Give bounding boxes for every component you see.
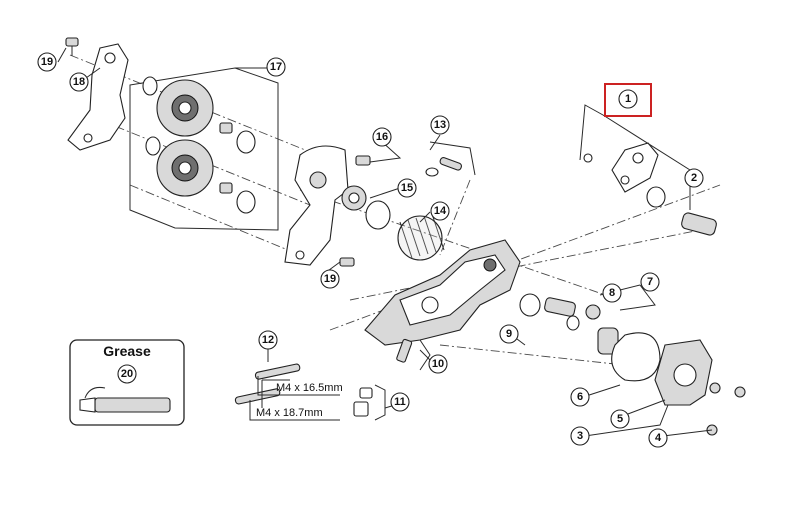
parts-13 xyxy=(425,141,476,177)
screw-dim-label-1: M4 x 16.5mm xyxy=(276,382,343,394)
callout-badge-4[interactable]: 4 xyxy=(648,428,668,448)
svg-text:6: 6 xyxy=(577,391,583,403)
svg-text:1: 1 xyxy=(625,93,631,105)
svg-text:20: 20 xyxy=(121,368,133,380)
parts-10 xyxy=(396,338,431,371)
svg-text:19: 19 xyxy=(41,56,53,68)
callout-badge-1[interactable]: 1 xyxy=(618,89,638,109)
pulley-wheels xyxy=(142,76,256,214)
parts-2-axle xyxy=(681,212,717,236)
outer-plate xyxy=(67,43,129,151)
callout-badge-11[interactable]: 11 xyxy=(390,392,410,412)
callout-badge-20[interactable]: 20 xyxy=(117,364,137,384)
parts-5-cover xyxy=(654,339,713,406)
parts-1-bracket xyxy=(583,142,666,208)
svg-text:12: 12 xyxy=(262,334,274,346)
plate-bolt-top xyxy=(65,37,79,56)
callout-badge-8[interactable]: 8 xyxy=(602,283,622,303)
svg-text:8: 8 xyxy=(609,287,615,299)
parts-6-gasket xyxy=(611,332,661,382)
svg-text:2: 2 xyxy=(691,172,697,184)
callout-badge-2[interactable]: 2 xyxy=(684,168,704,188)
svg-text:18: 18 xyxy=(73,76,85,88)
callout-badge-16[interactable]: 16 xyxy=(372,127,392,147)
inner-plate xyxy=(284,145,349,266)
svg-text:17: 17 xyxy=(270,61,282,73)
bolt-16 xyxy=(355,155,371,166)
spring-14 xyxy=(397,213,445,261)
callout-badge-17[interactable]: 17 xyxy=(266,57,286,77)
svg-text:13: 13 xyxy=(434,119,446,131)
parts-4-screws xyxy=(706,382,746,436)
callout-badge-12[interactable]: 12 xyxy=(258,330,278,350)
callout-badge-10[interactable]: 10 xyxy=(428,354,448,374)
callout-badge-19-top[interactable]: 19 xyxy=(37,52,57,72)
svg-text:19: 19 xyxy=(324,273,336,285)
dimension-leaders xyxy=(249,376,340,421)
parts-11 xyxy=(353,384,386,421)
callout-badge-14[interactable]: 14 xyxy=(430,201,450,221)
callout-badge-9[interactable]: 9 xyxy=(499,324,519,344)
callout-badge-15[interactable]: 15 xyxy=(397,178,417,198)
bolt-19 xyxy=(339,257,355,267)
screw-dim-label-2: M4 x 18.7mm xyxy=(256,407,323,419)
selected-part-highlight xyxy=(604,83,652,117)
svg-text:7: 7 xyxy=(647,276,653,288)
callout-badge-5[interactable]: 5 xyxy=(610,409,630,429)
svg-text:15: 15 xyxy=(401,182,413,194)
callout-badge-18[interactable]: 18 xyxy=(69,72,89,92)
svg-text:11: 11 xyxy=(394,396,406,408)
callout-badge-13[interactable]: 13 xyxy=(430,115,450,135)
grease-label: Grease xyxy=(103,343,151,359)
svg-text:3: 3 xyxy=(577,430,583,442)
callout-badge-19-bottom[interactable]: 19 xyxy=(320,269,340,289)
bushing-15 xyxy=(341,185,391,230)
derailleur-body xyxy=(364,239,521,346)
screws-12 xyxy=(234,363,301,408)
callout-badge-3[interactable]: 3 xyxy=(570,426,590,446)
svg-text:16: 16 xyxy=(376,131,388,143)
svg-text:9: 9 xyxy=(506,328,512,340)
callout-badge-6[interactable]: 6 xyxy=(570,387,590,407)
svg-text:4: 4 xyxy=(655,432,662,444)
parts-9 xyxy=(519,293,580,331)
svg-text:5: 5 xyxy=(617,413,623,425)
svg-text:10: 10 xyxy=(432,358,444,370)
svg-text:14: 14 xyxy=(434,205,447,217)
callout-badge-7[interactable]: 7 xyxy=(640,272,660,292)
parts-8 xyxy=(585,304,619,355)
